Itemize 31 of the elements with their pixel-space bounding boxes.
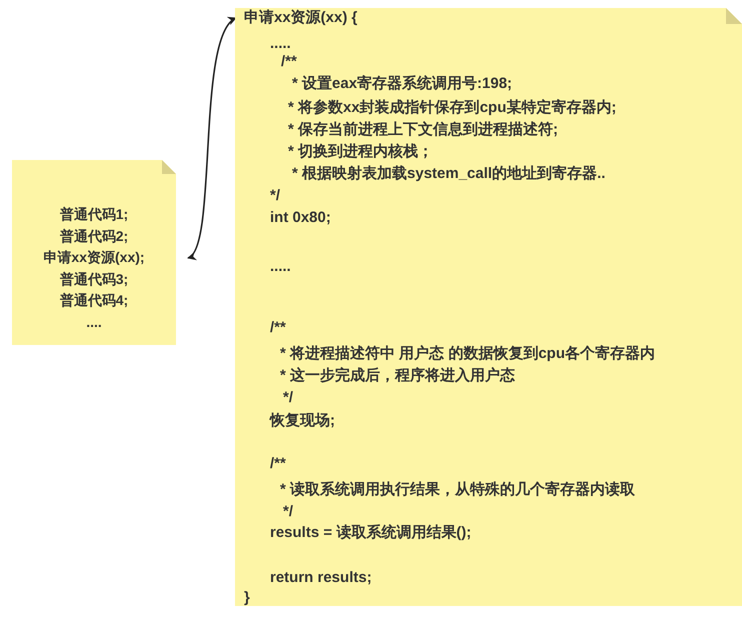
code-line: * 读取系统调用执行结果，从特殊的几个寄存器内读取	[280, 481, 636, 499]
arrow	[187, 17, 237, 259]
code-line: 恢复现场;	[270, 412, 335, 430]
code-line: 普通代码3;	[58, 270, 130, 288]
code-line: /**	[281, 53, 297, 71]
code-line: 普通代码4;	[58, 291, 130, 309]
code-line: * 将进程描述符中 用户态 的数据恢复到cpu各个寄存器内	[280, 345, 656, 363]
code-line: * 保存当前进程上下文信息到进程描述符;	[288, 121, 558, 139]
note-card	[12, 160, 176, 345]
code-line: /**	[270, 455, 286, 473]
code-line: * 切换到进程内核栈；	[288, 143, 434, 161]
code-line: */	[283, 503, 294, 521]
code-line: 申请xx资源(xx);	[42, 248, 146, 266]
note-card	[235, 8, 742, 606]
code-line: 普通代码2;	[58, 227, 130, 245]
code-line: }	[244, 589, 250, 607]
code-line: * 将参数xx封装成指针保存到cpu某特定寄存器内;	[288, 99, 616, 117]
code-line: ....	[85, 313, 103, 331]
code-line: results = 读取系统调用结果();	[270, 524, 472, 542]
code-line: * 根据映射表加载system_call的地址到寄存器..	[292, 165, 606, 183]
code-line: return results;	[270, 569, 372, 587]
code-line: 普通代码1;	[58, 205, 130, 223]
code-line: */	[270, 187, 280, 205]
code-line: /**	[270, 319, 286, 337]
code-line: .....	[270, 258, 291, 276]
code-line: .....	[270, 35, 291, 53]
code-line: int 0x80;	[270, 209, 331, 227]
code-line: 申请xx资源(xx) {	[244, 9, 358, 27]
code-line: */	[283, 389, 294, 407]
code-line: * 这一步完成后，程序将进入用户态	[280, 367, 516, 385]
code-line: * 设置eax寄存器系统调用号:198;	[292, 75, 512, 93]
